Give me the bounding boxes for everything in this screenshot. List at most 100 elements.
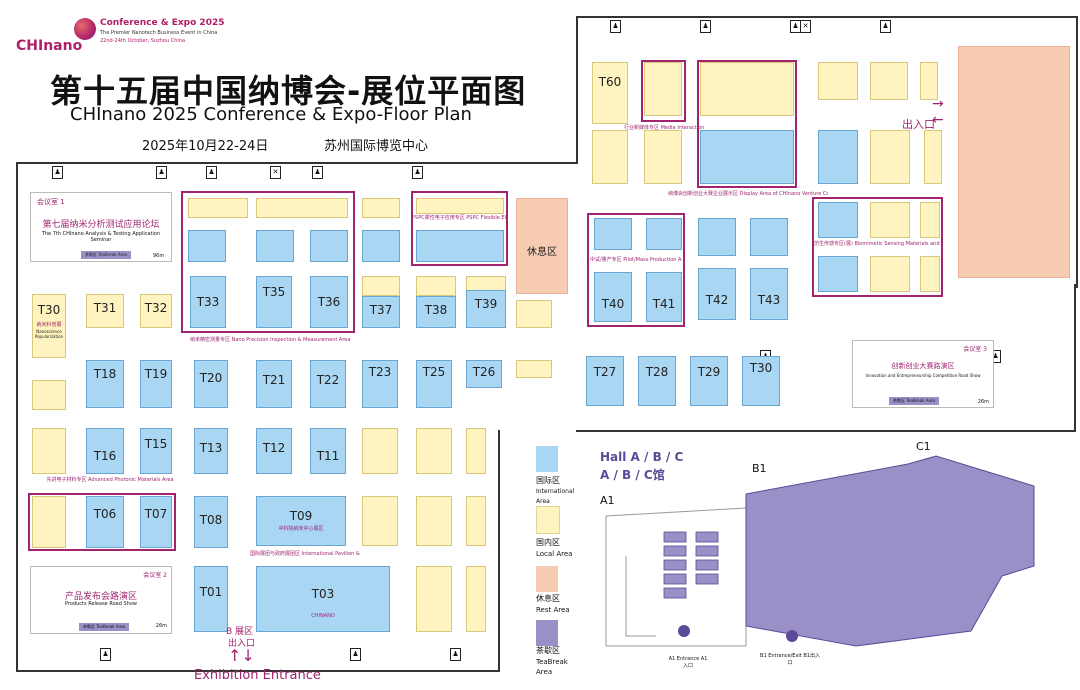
booth-block[interactable] [362,276,400,296]
booth-t20[interactable]: T20 [194,360,228,408]
legend-local-swatch [536,506,560,534]
booth-block[interactable] [870,130,910,184]
booth-block[interactable] [644,130,682,184]
hall-a-teabreak-room [663,587,687,599]
booth-t18[interactable]: T18 [86,360,124,408]
booth-t28[interactable]: T28 [638,356,676,406]
page-title-en: CHInano 2025 Conference & Expo-Floor Pla… [70,104,472,125]
page-title-cn: 第十五届中国纳博会-展位平面图 [50,72,527,110]
booth-t03[interactable]: T03 CHINANO [256,566,390,632]
booth-t23[interactable]: T23 [362,360,398,408]
booth-block[interactable] [644,62,682,116]
seminar-room-2-title: 产品发布会路演区 [64,592,137,602]
b-hall-exit-label: 出入口 [228,639,256,649]
booth-block[interactable] [188,198,248,218]
zone-venture-label: 纳博会创新创业大赛企业展示区 Display Area of CHInano V… [668,191,828,197]
booth-t07[interactable]: T07 [140,496,172,548]
booth-block[interactable] [416,496,452,546]
booth-block[interactable] [416,428,452,474]
booth-t25[interactable]: T25 [416,360,452,408]
booth-block[interactable] [924,130,942,184]
booth-block[interactable] [32,496,66,548]
booth-block[interactable] [362,428,398,474]
booth-t32[interactable]: T32 [140,294,172,328]
booth-block[interactable] [750,218,788,256]
booth-block[interactable] [416,566,452,632]
booth-block[interactable] [592,130,628,184]
booth-t41[interactable]: T41 [646,272,682,322]
booth-t30[interactable]: T30 纳米科普展 Nanoscience Popularization [32,294,66,358]
booth-block[interactable] [870,202,910,238]
booth-t27[interactable]: T27 [586,356,624,406]
booth-block[interactable] [362,230,400,262]
booth-t21[interactable]: T21 [256,360,292,408]
booth-t38[interactable]: T38 [416,296,456,328]
booth-block[interactable] [32,428,66,474]
booth-t13[interactable]: T13 [194,428,228,474]
booth-block[interactable] [920,202,940,238]
booth-t09[interactable]: T09 中科院纳米中心展区 [256,496,346,546]
booth-block[interactable] [466,566,486,632]
booth-block[interactable] [516,300,552,328]
booth-t08[interactable]: T08 [194,496,228,548]
booth-block[interactable] [700,62,794,116]
booth-block[interactable] [362,198,400,218]
booth-block[interactable] [698,218,736,256]
booth-block[interactable] [516,360,552,378]
zone-pspc [411,191,508,266]
booth-t37[interactable]: T37 [362,296,400,328]
booth-block[interactable] [594,218,632,250]
booth-t31[interactable]: T31 [86,294,124,328]
zone-nano-precision-label: 纳米精密测量专区 Nano Precision Inspection & Mea… [190,337,350,343]
booth-block[interactable] [700,130,794,184]
booth-block[interactable] [818,130,858,184]
booth-block[interactable] [416,230,504,262]
booth-block[interactable] [256,198,348,218]
booth-t11[interactable]: T11 [310,428,346,474]
booth-t01[interactable]: T01 [194,566,228,632]
booth-t35[interactable]: T35 [256,276,292,328]
hall-inset-map [605,455,1035,647]
booth-block[interactable] [818,256,858,292]
booth-t06[interactable]: T06 [86,496,124,548]
booth-t29[interactable]: T29 [690,356,728,406]
booth-block[interactable] [920,256,940,292]
exhibition-entrance-label: Exhibition Entrance [194,668,321,683]
booth-block[interactable] [466,496,486,546]
booth-block[interactable] [920,62,938,100]
booth-t33[interactable]: T33 [190,276,226,328]
zone-pilot-mass [587,213,685,327]
booth-t43[interactable]: T43 [750,268,788,320]
booth-t39[interactable]: T39 [466,290,506,328]
booth-block[interactable] [466,428,486,474]
booth-t60[interactable]: T60 [592,62,628,124]
restroom-icon: ♟ [312,166,323,179]
booth-block[interactable] [870,62,908,100]
booth-t26[interactable]: T26 [466,360,502,388]
booth-t30b[interactable]: T30 [742,356,780,406]
booth-block[interactable] [256,230,294,262]
booth-t12[interactable]: T12 [256,428,292,474]
seminar-room-2-size: 26m [155,623,167,629]
booth-block[interactable] [818,62,858,100]
booth-t16[interactable]: T16 [86,428,124,474]
booth-t42[interactable]: T42 [698,268,736,320]
seminar-room-1-subtitle: The 7th CHInano Analysis & Testing Appli… [41,231,161,243]
booth-block[interactable] [188,230,226,262]
booth-block[interactable] [310,230,348,262]
booth-block[interactable] [870,256,910,292]
booth-t15[interactable]: T15 [140,428,172,474]
booth-block[interactable] [416,276,456,296]
booth-block[interactable] [416,198,504,214]
booth-t40[interactable]: T40 [594,272,632,322]
booth-t19[interactable]: T19 [140,360,172,408]
booth-block[interactable] [646,218,682,250]
legend-international-en: International Area [536,488,575,505]
booth-block[interactable] [362,496,398,546]
booth-block[interactable] [818,202,858,238]
hall-a-teabreak-room [695,573,719,585]
booth-t22[interactable]: T22 [310,360,346,408]
seminar-room-1-teabreak: 茶歇区 TeaBreak Area [81,251,131,259]
booth-block[interactable] [32,380,66,410]
booth-t36[interactable]: T36 [310,276,348,328]
